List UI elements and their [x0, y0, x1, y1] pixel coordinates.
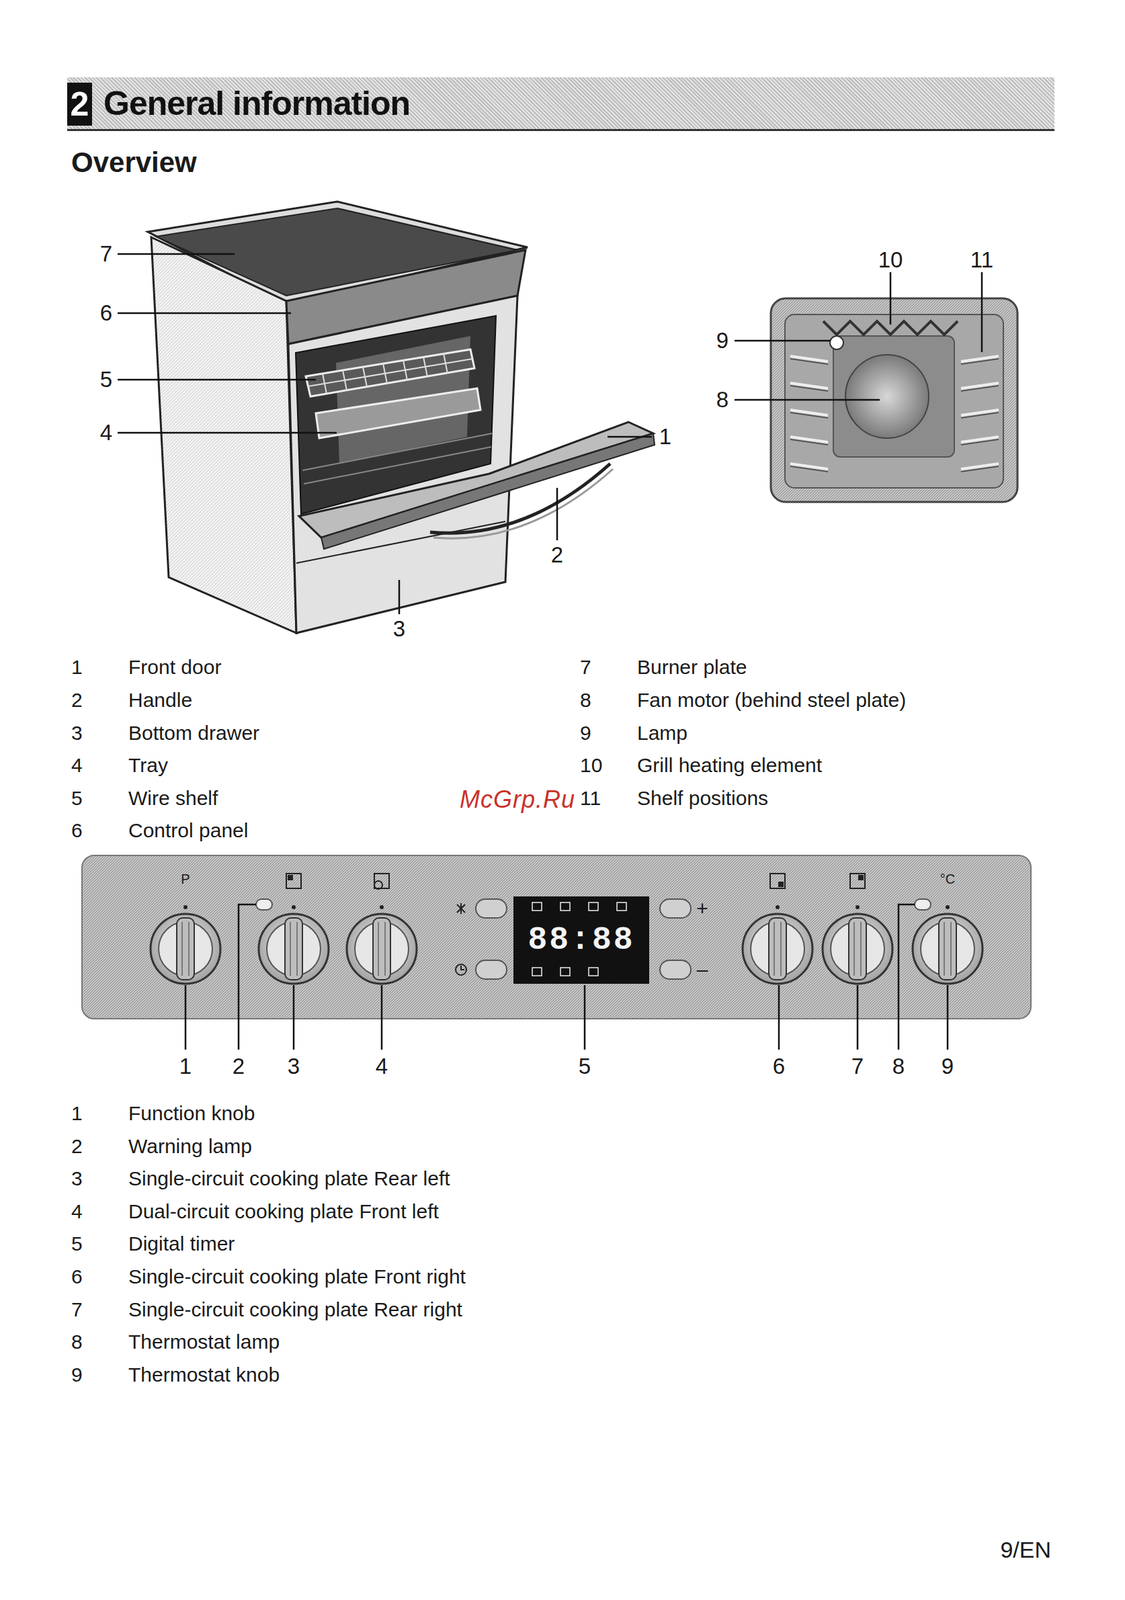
callout-number: 4: [100, 420, 113, 446]
list-number: 2: [71, 688, 83, 713]
list-number: 8: [71, 1330, 83, 1355]
callout-number: 9: [941, 1053, 954, 1080]
part-name: Warning lamp: [128, 1135, 253, 1159]
watermark: McGrp.Ru: [459, 785, 576, 814]
list-number: 5: [71, 1232, 83, 1257]
symbol-text: P: [180, 871, 190, 888]
part-name: Thermostat knob: [128, 1363, 280, 1388]
callout-number: 3: [287, 1053, 300, 1080]
callout-number: 1: [659, 424, 672, 450]
part-name: Single-circuit cooking plate Rear left: [128, 1167, 451, 1191]
list-number: 6: [71, 819, 83, 843]
list-number: 4: [71, 754, 83, 778]
list-number: 1: [71, 1102, 83, 1126]
list-number: 6: [71, 1265, 83, 1289]
list-number: 11: [579, 786, 601, 811]
callout-number: 2: [232, 1053, 245, 1080]
part-name: Handle: [128, 688, 193, 713]
callout-number: 8: [892, 1053, 905, 1080]
chapter-number-box: 2: [67, 82, 93, 126]
callout-number: 1: [179, 1053, 192, 1080]
list-number: 7: [71, 1298, 83, 1322]
list-number: 9: [71, 1363, 83, 1388]
list-number: 2: [71, 1135, 83, 1159]
part-name: Burner plate: [637, 655, 747, 680]
callout-number: 7: [851, 1053, 864, 1080]
callout-number: 9: [716, 327, 729, 354]
node-text: 88:88: [527, 922, 635, 959]
list-number: 4: [71, 1200, 83, 1224]
list-number: 3: [71, 721, 83, 746]
header-band: General information 2: [67, 77, 1055, 132]
callout-number: 5: [578, 1053, 591, 1080]
list-number: 9: [579, 721, 592, 746]
node-text: 2: [70, 84, 90, 124]
part-name: Single-circuit cooking plate Rear right: [128, 1298, 463, 1322]
part-name: Tray: [128, 754, 169, 778]
callout-number: 5: [100, 366, 113, 393]
timer-display: 88:88: [513, 896, 650, 984]
part-name: Dual-circuit cooking plate Front left: [128, 1200, 439, 1224]
part-name: Digital timer: [128, 1232, 235, 1257]
list-number: 1: [71, 655, 83, 680]
list-number: 5: [71, 786, 83, 811]
part-name: Thermostat lamp: [128, 1330, 280, 1355]
heading: Overview: [71, 146, 197, 179]
part-name: Shelf positions: [637, 786, 769, 811]
list-number: 7: [579, 655, 592, 680]
node-text: General information: [103, 84, 410, 123]
part-name: Control panel: [128, 819, 248, 843]
symbol-text: –: [696, 958, 709, 982]
page-number: 9/EN: [1000, 1536, 1052, 1564]
list-number: 3: [71, 1167, 83, 1191]
part-name: Wire shelf: [128, 786, 218, 811]
callout-number: 7: [100, 241, 113, 267]
callout-number: 6: [100, 300, 113, 326]
callout-number: 2: [551, 542, 564, 568]
symbol-text: +: [696, 897, 709, 921]
part-name: Front door: [128, 655, 222, 680]
part-name: Lamp: [637, 721, 688, 746]
list-number: 8: [579, 688, 592, 713]
callout-number: 4: [375, 1053, 388, 1080]
callout-number: 3: [393, 616, 406, 642]
part-name: Fan motor (behind steel plate): [637, 688, 906, 713]
symbol-text: °C: [940, 871, 955, 888]
part-name: Single-circuit cooking plate Front right: [128, 1265, 466, 1289]
part-name: Function knob: [128, 1102, 255, 1126]
callout-number: 10: [878, 247, 904, 273]
callout-number: 8: [716, 387, 729, 413]
part-name: Grill heating element: [637, 754, 822, 778]
callout-number: 11: [970, 247, 994, 273]
part-name: Bottom drawer: [128, 721, 260, 746]
list-number: 10: [579, 754, 603, 778]
callout-number: 6: [772, 1053, 785, 1080]
